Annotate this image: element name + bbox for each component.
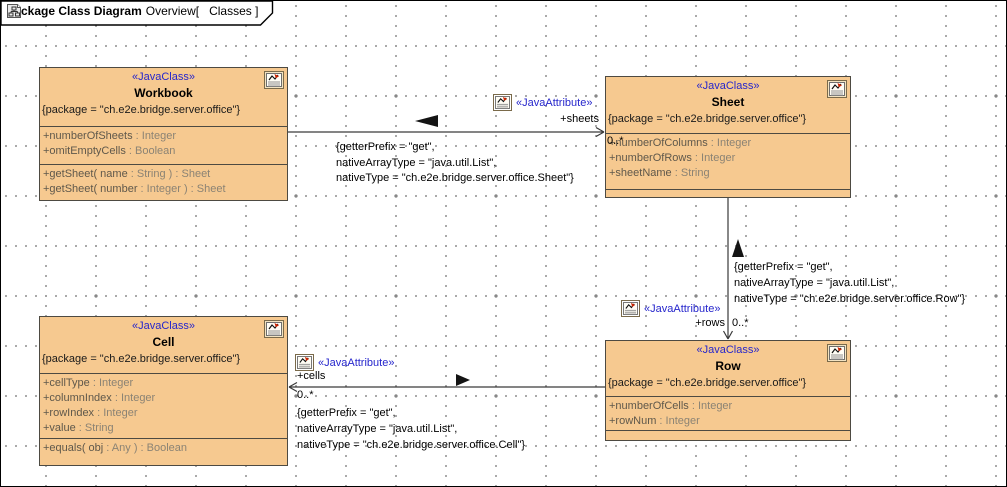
attribute[interactable]: +value : String bbox=[43, 422, 114, 434]
assoc-stereotype-sheets[interactable]: «JavaAttribute» bbox=[493, 94, 592, 111]
java-attribute-icon bbox=[493, 94, 512, 111]
attribute[interactable]: +numberOfColumns : Integer bbox=[609, 137, 752, 149]
assoc-constraint-cells[interactable]: {getterPrefix = "get",nativeArrayType = … bbox=[297, 407, 526, 451]
assoc-constraint-sheets[interactable]: {getterPrefix = "get",nativeArrayType = … bbox=[336, 141, 574, 184]
assoc-multiplicity-sheets[interactable]: 0..* bbox=[607, 135, 624, 147]
stereotype-label: «JavaClass» bbox=[696, 80, 760, 92]
class-name: Cell bbox=[152, 335, 175, 349]
operation[interactable]: +equals( obj : Any ) : Boolean bbox=[43, 442, 188, 454]
attribute[interactable]: +columnIndex : Integer bbox=[43, 392, 156, 404]
package-constraint: {package = "ch.e2e.bridge.server.office"… bbox=[42, 104, 241, 116]
operations-compartment bbox=[606, 189, 850, 197]
assoc-role-rows[interactable]: +rows bbox=[695, 317, 725, 329]
association-sheet-row[interactable] bbox=[722, 198, 734, 340]
frame-tab-shape bbox=[1, 1, 274, 26]
model-element-icon[interactable] bbox=[264, 71, 284, 89]
attribute[interactable]: +numberOfSheets : Integer bbox=[43, 130, 177, 142]
attribute[interactable]: +rowNum : Integer bbox=[609, 415, 700, 427]
attributes-compartment: +numberOfCells : Integer +rowNum : Intege… bbox=[606, 396, 850, 430]
model-element-icon[interactable] bbox=[827, 80, 847, 98]
java-attribute-icon bbox=[295, 354, 314, 371]
assoc-constraint-rows[interactable]: {getterPrefix = "get",nativeArrayType = … bbox=[734, 261, 966, 305]
model-element-icon[interactable] bbox=[827, 344, 847, 362]
class-row[interactable]: «JavaClass» Row {package = "ch.e2e.bridg… bbox=[605, 340, 851, 441]
reading-arrow-up-icon bbox=[732, 239, 744, 257]
assoc-stereotype-rows[interactable]: «JavaAttribute» bbox=[621, 300, 720, 317]
attribute[interactable]: +omitEmptyCells : Boolean bbox=[43, 145, 176, 157]
operations-compartment: +getSheet( name : String ) : Sheet +getSh… bbox=[40, 164, 287, 200]
frame-diagram-type: Classes ] bbox=[209, 4, 259, 18]
attribute[interactable]: +numberOfCells : Integer bbox=[609, 400, 733, 412]
attributes-compartment: +numberOfSheets : Integer +omitEmptyCells… bbox=[40, 126, 287, 164]
assoc-role-sheets[interactable]: +sheets bbox=[560, 113, 599, 125]
assoc-stereotype-cells[interactable]: «JavaAttribute» bbox=[295, 354, 394, 371]
class-cell[interactable]: «JavaClass» Cell {package = "ch.e2e.brid… bbox=[39, 316, 288, 466]
association-workbook-sheet[interactable] bbox=[288, 126, 605, 138]
attribute[interactable]: +cellType : Integer bbox=[43, 377, 134, 389]
operation[interactable]: +getSheet( name : String ) : Sheet bbox=[43, 168, 211, 180]
class-sheet[interactable]: «JavaClass» Sheet {package = "ch.e2e.bri… bbox=[605, 76, 851, 198]
reading-arrow-right-icon bbox=[456, 374, 470, 386]
attributes-compartment: +cellType : Integer +columnIndex : Intege… bbox=[40, 373, 287, 438]
attribute[interactable]: +sheetName : String bbox=[609, 167, 710, 179]
operations-compartment: +equals( obj : Any ) : Boolean bbox=[40, 438, 287, 465]
class-name: Sheet bbox=[711, 95, 745, 109]
assoc-role-cells[interactable]: +cells bbox=[297, 370, 326, 382]
assoc-multiplicity-cells[interactable]: 0..* bbox=[297, 389, 314, 401]
diagram-frame-tab: package Class Diagram Overview[ Classes … bbox=[1, 1, 281, 27]
reading-arrow-left-icon bbox=[415, 115, 438, 127]
stereotype-label: «JavaClass» bbox=[132, 320, 195, 332]
frame-diagram-name: Overview[ bbox=[145, 4, 200, 18]
assoc-multiplicity-rows[interactable]: 0..* bbox=[732, 317, 749, 329]
operation[interactable]: +getSheet( number : Integer ) : Sheet bbox=[43, 183, 226, 195]
frame-kind-and-package: package Class Diagram bbox=[7, 4, 142, 18]
association-row-cell[interactable] bbox=[288, 381, 605, 393]
class-workbook[interactable]: «JavaClass» Workbook {package = "ch.e2e.… bbox=[39, 67, 288, 201]
attribute[interactable]: +numberOfRows : Integer bbox=[609, 152, 736, 164]
package-constraint: {package = "ch.e2e.bridge.server.office"… bbox=[608, 377, 807, 389]
class-name: Workbook bbox=[134, 86, 193, 100]
package-constraint: {package = "ch.e2e.bridge.server.office"… bbox=[608, 113, 807, 125]
class-name: Row bbox=[715, 359, 741, 373]
stereotype-label: «JavaClass» bbox=[696, 344, 760, 356]
attributes-compartment: +numberOfColumns : Integer +numberOfRows … bbox=[606, 133, 850, 189]
model-element-icon[interactable] bbox=[264, 320, 284, 338]
java-attribute-icon bbox=[621, 300, 640, 317]
attribute[interactable]: +rowIndex : Integer bbox=[43, 407, 138, 419]
stereotype-label: «JavaClass» bbox=[132, 71, 195, 83]
package-constraint: {package = "ch.e2e.bridge.server.office"… bbox=[42, 353, 241, 365]
operations-compartment bbox=[606, 430, 850, 440]
